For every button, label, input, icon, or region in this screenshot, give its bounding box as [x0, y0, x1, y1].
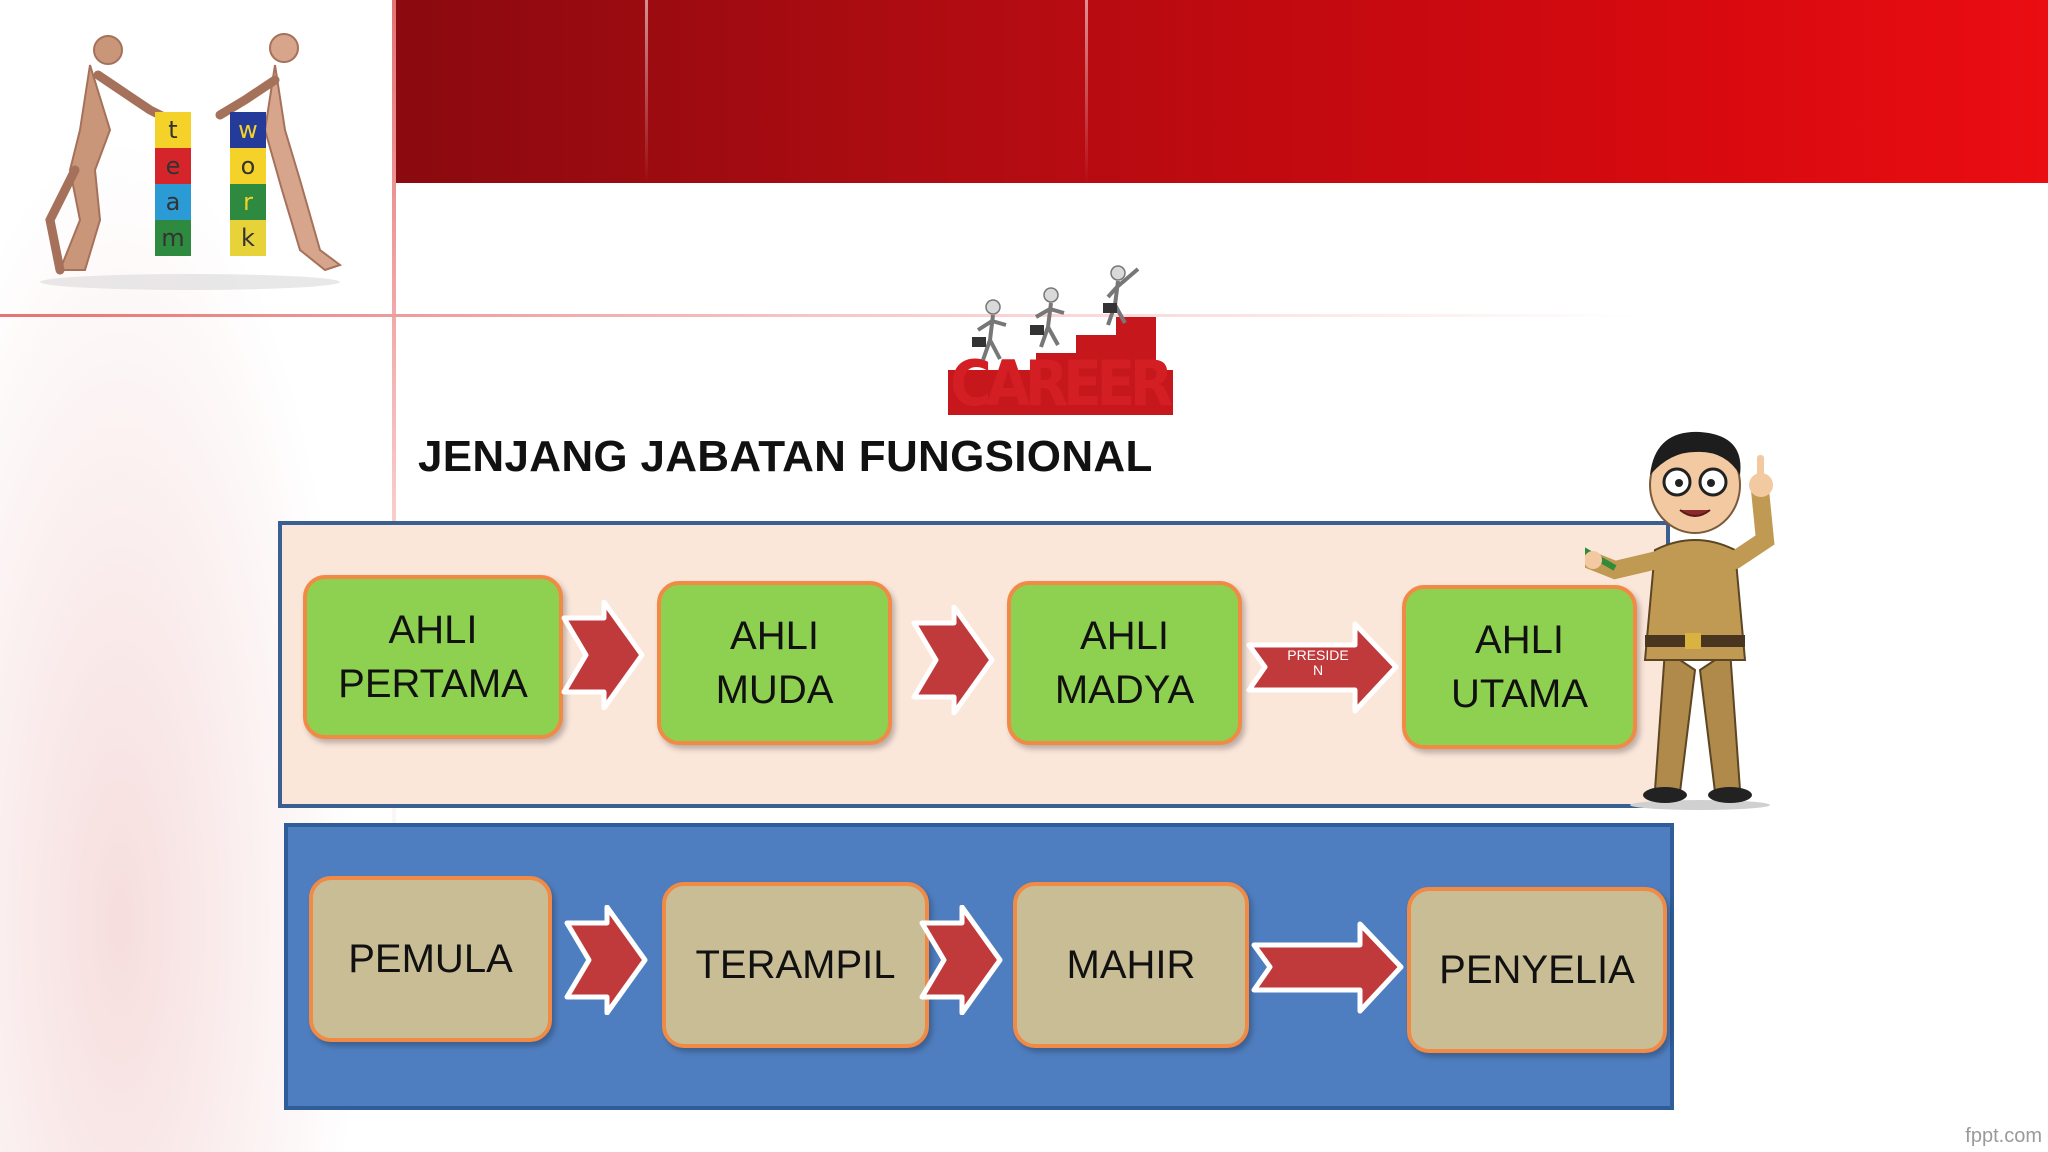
- block-letter: t: [168, 116, 177, 144]
- block-letter: e: [166, 152, 181, 180]
- header-light-streak: [1085, 0, 1088, 183]
- watermark: fppt.com: [1965, 1125, 2042, 1147]
- chevron-arrow-icon: [919, 905, 1003, 1015]
- briefcase-icon: [1030, 325, 1044, 335]
- block-letter: r: [243, 188, 253, 216]
- level-box-ahli-muda: AHLI MUDA: [657, 581, 892, 745]
- career-text: CAREER: [950, 347, 1173, 415]
- page-title: JENJANG JABATAN FUNGSIONAL: [418, 432, 1153, 481]
- horizontal-divider-line: [0, 314, 2048, 317]
- level-box-ahli-pertama: AHLI PERTAMA: [303, 575, 563, 739]
- level-box-mahir: MAHIR: [1013, 882, 1249, 1048]
- chevron-arrow-icon: [911, 605, 995, 715]
- wooden-figure-right: [215, 33, 343, 272]
- block-letter: w: [238, 116, 258, 144]
- level-line: UTAMA: [1450, 672, 1589, 716]
- wooden-figure-left: [45, 35, 175, 275]
- teamwork-blocks: t e a m w o r k: [155, 112, 266, 256]
- level-line: MADYA: [1054, 668, 1195, 712]
- briefcase-icon: [972, 337, 986, 347]
- level-box-ahli-madya: AHLI MADYA: [1007, 581, 1242, 745]
- level-label: MAHIR: [1066, 943, 1196, 987]
- header-band: [392, 0, 2048, 183]
- level-line: MUDA: [715, 668, 834, 712]
- long-arrow-icon: [1251, 921, 1404, 1014]
- level-box-penyelia: PENYELIA: [1407, 887, 1667, 1053]
- arrow-label-line: PRESIDE: [1287, 647, 1349, 663]
- career-logo: CAREER: [948, 265, 1173, 415]
- block-letter: o: [241, 152, 256, 180]
- level-box-pemula: PEMULA: [309, 876, 552, 1042]
- level-line: AHLI: [388, 608, 478, 652]
- light-streak: [1085, 183, 1088, 413]
- level-line: AHLI: [1080, 614, 1169, 658]
- block-letter: m: [161, 224, 184, 252]
- light-streak: [645, 183, 648, 413]
- left-divider-line: [392, 0, 396, 900]
- chevron-arrow-icon: [561, 600, 645, 710]
- level-label: PENYELIA: [1439, 948, 1635, 992]
- cartoon-official-character: [1585, 431, 1775, 810]
- long-arrow-icon: [1246, 621, 1399, 714]
- chevron-arrow-icon: [564, 905, 648, 1015]
- header-light-streak: [645, 0, 648, 183]
- briefcase-icon: [1103, 303, 1117, 313]
- level-line: AHLI: [730, 614, 819, 658]
- teamwork-illustration: t e a m w o r k: [40, 33, 343, 290]
- level-label: PEMULA: [348, 937, 513, 981]
- block-letter: k: [241, 224, 255, 252]
- arrow-label-line: N: [1312, 662, 1324, 679]
- level-line: PERTAMA: [338, 662, 528, 706]
- career-steps: [948, 317, 1173, 415]
- level-label: TERAMPIL: [695, 943, 896, 987]
- level-box-ahli-utama: AHLI UTAMA: [1402, 585, 1637, 749]
- level-line: AHLI: [1475, 618, 1564, 662]
- level-box-terampil: TERAMPIL: [662, 882, 929, 1048]
- block-letter: a: [166, 188, 181, 216]
